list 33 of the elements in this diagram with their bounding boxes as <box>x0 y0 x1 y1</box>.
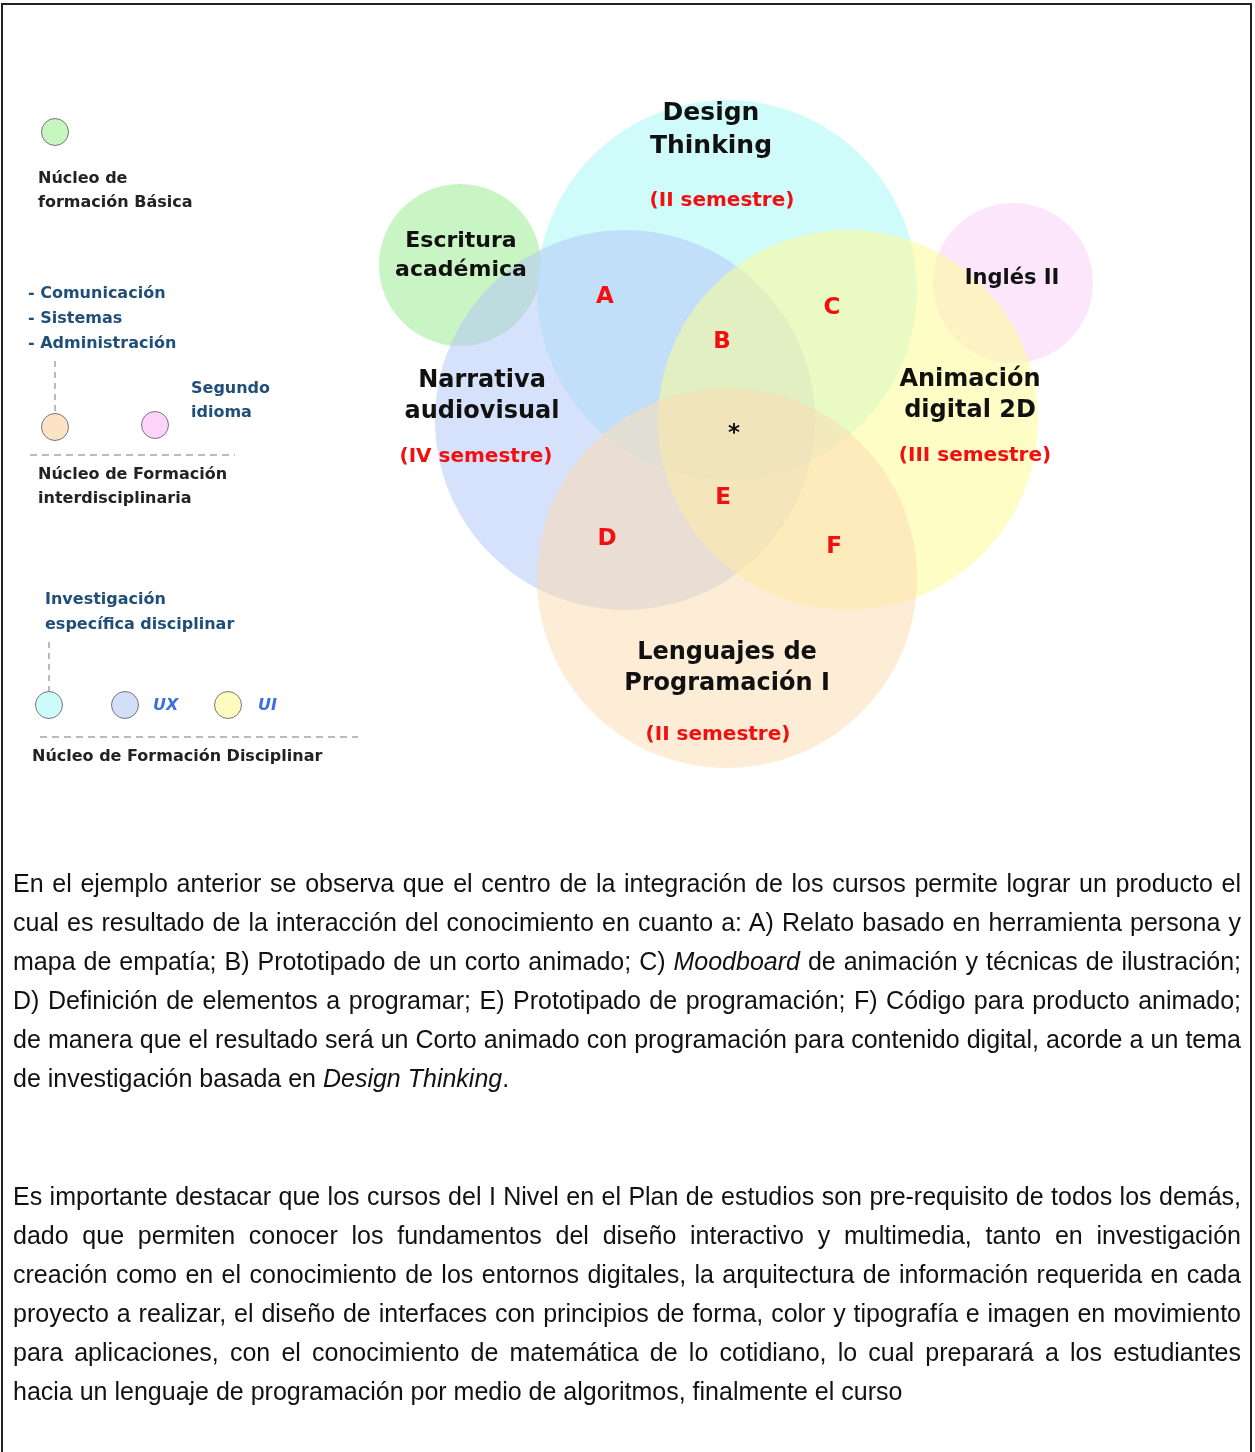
region-letter: A <box>596 281 614 310</box>
group-caption: Núcleo de Formación Disciplinar <box>32 745 324 767</box>
region-letter: E <box>715 482 731 511</box>
course-title: Design Thinking <box>648 96 774 161</box>
semester-label: (IV semestre) <box>398 442 554 468</box>
course-title: Escritura académica <box>394 226 528 283</box>
circle-marker <box>41 413 69 441</box>
leader-line <box>48 641 50 692</box>
legend-label: Segundo idioma <box>191 377 272 423</box>
region-letter: D <box>597 523 617 552</box>
region-letter: B <box>713 326 731 355</box>
course-title: Animación digital 2D <box>898 363 1042 426</box>
legend-label: UX <box>153 694 180 716</box>
list-item: - Comunicación <box>28 282 167 304</box>
course-title: Lenguajes de Programación I <box>623 636 831 699</box>
list-item: - Sistemas <box>28 307 124 329</box>
semester-label: (III semestre) <box>897 441 1053 467</box>
legend-label: Núcleo de formación Básica <box>38 167 194 213</box>
leader-line <box>54 360 56 414</box>
semester-label: (II semestre) <box>648 186 796 212</box>
course-title: Inglés II <box>963 264 1061 291</box>
legend-caption: Investigación específica disciplinar <box>45 588 236 635</box>
course-title: Narrativa audiovisual <box>403 364 561 427</box>
list-item: - Administración <box>28 332 177 354</box>
paragraph: En el ejemplo anterior se observa que el centro de la integración de los cursos permite lograr un producto el cual es resultado de la interacción del conocimiento en cuanto a: A) Relato basado en herramienta persona y mapa de empatía; B) Prototipado de un corto animado; C) Moodboard de animación y técnicas de ilustración; D) Definición de elementos a programar; E) Prototipado de programación; F) Código para producto animado; de manera que el resultado será un Corto animado con programación para contenido digital, acorde a un tema de investigación basada en Design Thinking. <box>13 868 1241 1094</box>
circle-marker <box>35 691 63 719</box>
region-letter: F <box>826 531 842 560</box>
paragraph: Es importante destacar que los cursos del I Nivel en el Plan de estudios son pre-requisito de todos los demás, dado que permiten conocer los fundamentos del diseño interactivo y multimedia, tanto en investigación creación como en el conocimiento de los entornos digitales, la arquitectura de información requerida en cada proyecto a realizar, el diseño de interfaces con principios de forma, color y tipografía e imagen en movimiento para aplicaciones, con el conocimiento de matemática de lo cotidiano, lo cual preparará a los estudiantes hacia un lenguaje de programación por medio de algoritmos, finalmente el curso <box>13 1181 1241 1407</box>
group-caption: Núcleo de Formación interdisciplinaria <box>38 463 229 509</box>
asterisk-mark: * <box>728 418 740 447</box>
semester-label: (II semestre) <box>644 720 792 746</box>
legend-label: UI <box>258 694 278 716</box>
region-letter: C <box>823 292 841 321</box>
